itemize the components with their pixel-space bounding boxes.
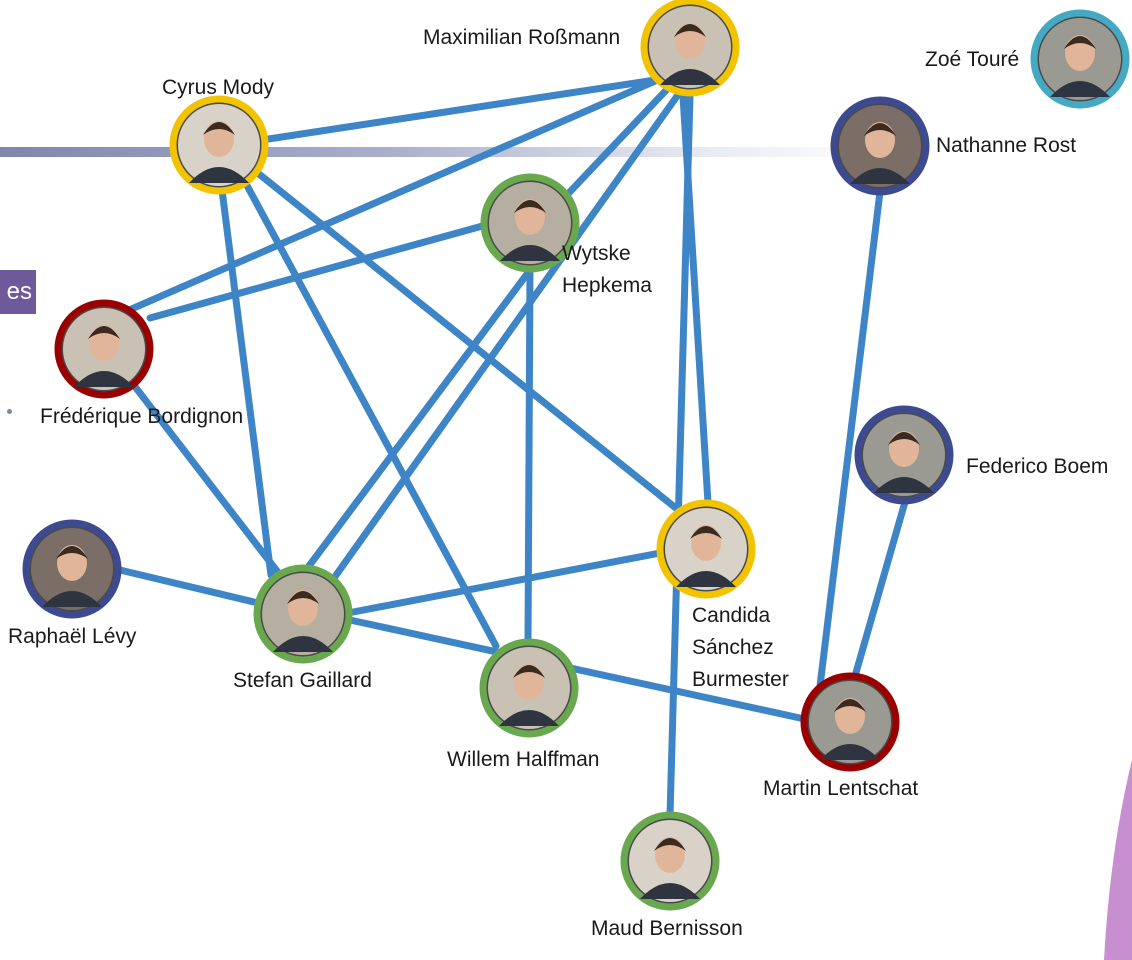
person-name-frederique: Frédérique Bordignon — [40, 405, 244, 428]
person-body-icon — [499, 710, 559, 726]
edge-willem-wytske — [524, 264, 534, 646]
person-node-wytske — [480, 173, 580, 273]
person-name-willem: Willem Halffman — [447, 748, 600, 771]
person-hair-icon — [674, 24, 706, 37]
edge-frederique-stefan — [122, 371, 284, 579]
person-hair-icon — [513, 665, 545, 678]
person-name-federico: Federico Boem — [966, 455, 1109, 478]
slide-heading-fragment: es — [0, 270, 36, 314]
person-name-cyrus: Cyrus Mody — [162, 76, 275, 99]
person-body-icon — [660, 69, 720, 85]
decorative-corner-shape — [1104, 760, 1132, 960]
person-body-icon — [676, 571, 736, 587]
person-body-icon — [640, 883, 700, 899]
person-name-zoe: Zoé Touré — [925, 48, 1020, 71]
connection-edges — [116, 74, 909, 820]
person-hair-icon — [514, 200, 546, 213]
person-hair-icon — [287, 591, 319, 604]
person-name-raphael: Raphaël Lévy — [8, 625, 137, 648]
person-hair-icon — [88, 326, 120, 339]
edge-martin-federico — [851, 498, 909, 680]
person-node-martin — [800, 672, 900, 772]
person-node-nathanne — [830, 96, 930, 196]
person-body-icon — [74, 371, 134, 387]
person-body-icon — [42, 591, 102, 607]
bullet-marker — [7, 409, 12, 414]
person-name-wytske: Wytske Hepkema — [562, 242, 652, 297]
person-hair-icon — [203, 122, 235, 135]
person-node-candida — [656, 499, 756, 599]
person-name-martin: Martin Lentschat — [763, 777, 919, 800]
person-name-maud: Maud Bernisson — [591, 917, 743, 940]
edge-frederique-wytske — [146, 221, 490, 322]
person-node-cyrus — [169, 95, 269, 195]
person-body-icon — [500, 245, 560, 261]
edge-frederique-maximilian — [116, 74, 666, 318]
edge-stefan-maximilian — [330, 88, 684, 582]
edge-cyrus-stefan — [218, 186, 275, 579]
person-hair-icon — [888, 432, 920, 445]
person-node-raphael — [22, 519, 122, 619]
edge-raphael-stefan — [116, 566, 262, 607]
person-name-stefan: Stefan Gaillard — [233, 669, 372, 692]
edge-cyrus-candida — [250, 166, 686, 517]
edge-stefan-candida — [344, 549, 664, 617]
edge-maud-maximilian — [666, 92, 694, 820]
person-name-candida: Candida Sánchez Burmester — [692, 604, 789, 691]
person-node-maud — [620, 811, 720, 911]
edge-stefan-martin — [346, 616, 804, 722]
person-hair-icon — [864, 123, 896, 136]
edge-martin-nathanne — [816, 188, 884, 690]
person-body-icon — [189, 167, 249, 183]
person-name-maximilian: Maximilian Roßmann — [423, 26, 621, 49]
person-node-frederique — [54, 299, 154, 399]
person-body-icon — [850, 168, 910, 184]
person-hair-icon — [1064, 36, 1096, 49]
person-body-icon — [273, 636, 333, 652]
person-body-icon — [1050, 81, 1110, 97]
edge-stefan-wytske — [302, 266, 534, 574]
person-body-icon — [874, 477, 934, 493]
person-hair-icon — [834, 699, 866, 712]
decorative-header-bar — [0, 147, 880, 157]
edge-wytske-maximilian — [561, 80, 676, 201]
person-node-maximilian — [640, 0, 740, 97]
person-node-willem — [479, 638, 579, 738]
edge-cyrus-maximilian — [258, 76, 659, 144]
person-nodes — [22, 0, 1130, 911]
person-node-federico — [854, 405, 954, 505]
person-node-stefan — [253, 564, 353, 664]
person-name-nathanne: Nathanne Rost — [936, 134, 1077, 157]
person-hair-icon — [56, 546, 88, 559]
person-node-zoe — [1030, 9, 1130, 109]
person-body-icon — [820, 744, 880, 760]
person-hair-icon — [654, 838, 686, 851]
edge-cyrus-willem — [240, 176, 500, 650]
person-hair-icon — [690, 526, 722, 539]
